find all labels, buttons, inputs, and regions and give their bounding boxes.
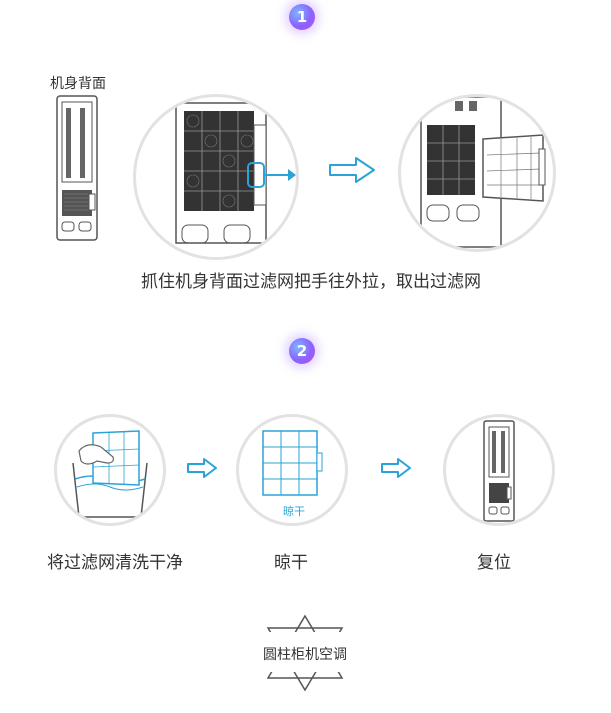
arrow-right-icon	[187, 458, 217, 478]
filter-removed-circle	[398, 94, 556, 252]
dry-filter-circle: 晾干	[236, 414, 348, 526]
wash-caption: 将过滤网清洗干净	[47, 553, 183, 573]
filter-handle-illustration	[175, 102, 296, 244]
arrow-right-icon	[329, 157, 375, 183]
step-1-caption: 抓住机身背面过滤网把手往外拉，取出过滤网	[141, 272, 481, 292]
step-2-badge: 2	[289, 338, 315, 364]
washing-basin-illustration	[72, 430, 148, 518]
drying-filter-illustration	[262, 430, 323, 496]
device-back-illustration	[56, 95, 98, 241]
dry-caption: 晾干	[274, 553, 308, 573]
device-back-label: 机身背面	[50, 76, 106, 92]
arrow-right-icon	[381, 458, 411, 478]
reinstall-circle	[443, 414, 555, 526]
reinstalled-device-illustration	[483, 420, 515, 522]
filter-in-place-circle	[133, 94, 299, 260]
reinstall-caption: 复位	[477, 553, 511, 573]
footer-brand: 圆柱柜机空调	[263, 647, 347, 663]
wash-filter-circle	[54, 414, 166, 526]
filter-removed-illustration	[420, 97, 546, 248]
dry-tag: 晾干	[283, 505, 305, 518]
step-1-badge: 1	[289, 4, 315, 30]
